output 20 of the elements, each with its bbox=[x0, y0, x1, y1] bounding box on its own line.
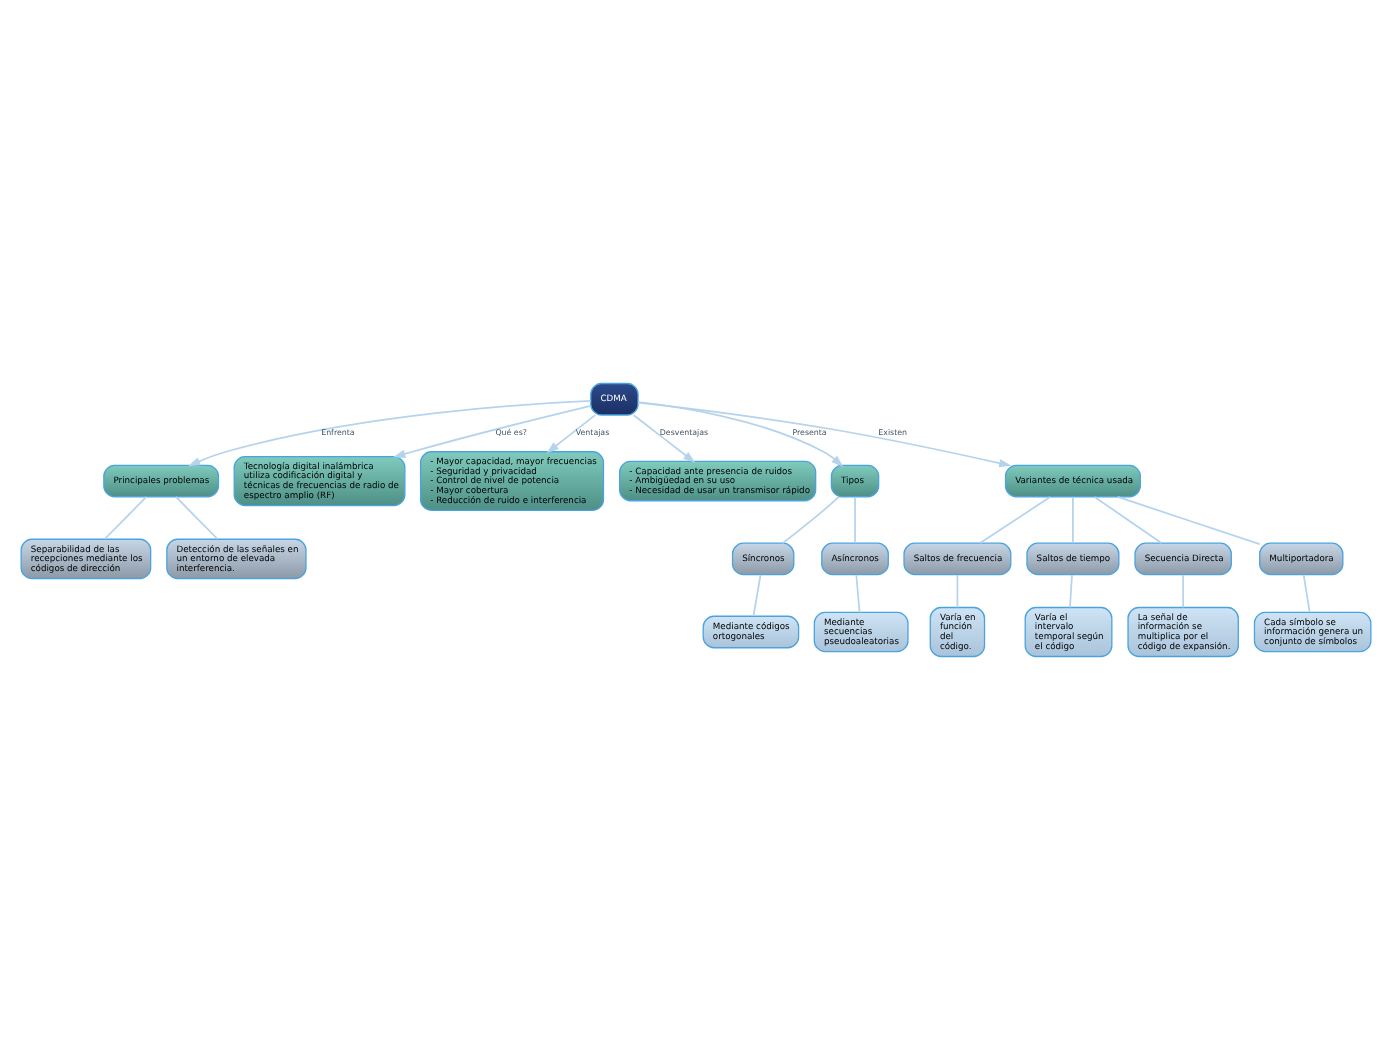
connector bbox=[175, 496, 219, 540]
connector bbox=[1302, 574, 1311, 614]
arrow bbox=[632, 414, 696, 463]
arrow bbox=[188, 400, 592, 467]
connector bbox=[1069, 574, 1073, 609]
connector bbox=[854, 496, 856, 544]
arrow bbox=[637, 401, 1012, 468]
arrow bbox=[637, 401, 844, 467]
connector bbox=[781, 496, 840, 544]
connector bbox=[1182, 574, 1185, 609]
connector bbox=[979, 496, 1051, 544]
connector bbox=[1072, 496, 1074, 544]
connector bbox=[103, 496, 148, 540]
arrow bbox=[393, 404, 592, 458]
connector bbox=[855, 574, 861, 614]
arrow bbox=[546, 414, 597, 454]
connector bbox=[956, 574, 959, 609]
connector bbox=[1116, 496, 1261, 546]
connector bbox=[1093, 496, 1163, 544]
connector bbox=[752, 574, 762, 617]
